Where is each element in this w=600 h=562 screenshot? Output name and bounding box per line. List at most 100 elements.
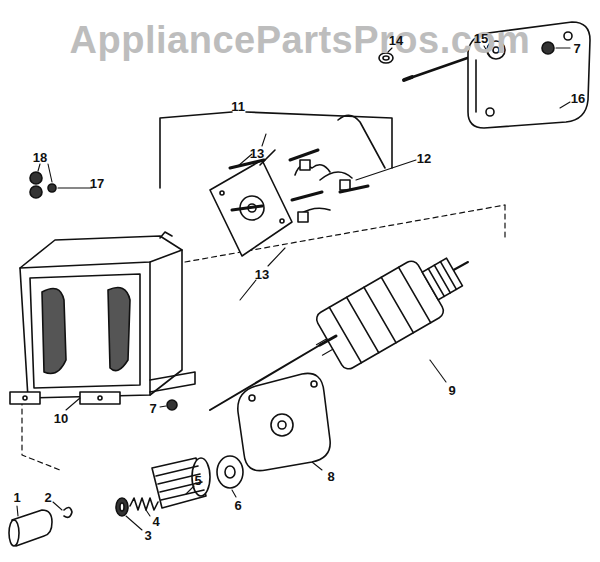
callout-number: 3 bbox=[144, 529, 151, 542]
retaining-ring bbox=[64, 507, 72, 517]
armature bbox=[422, 258, 462, 300]
motor-housing bbox=[80, 392, 120, 404]
callout-number: 13 bbox=[255, 268, 269, 281]
brush-assembly bbox=[340, 186, 368, 192]
callout-number: 7 bbox=[149, 402, 156, 415]
brush-assembly bbox=[230, 160, 264, 168]
brush-assembly bbox=[230, 115, 385, 222]
callout-number: 8 bbox=[327, 470, 334, 483]
leader-line bbox=[160, 406, 166, 407]
dust-cover bbox=[9, 520, 19, 546]
hex-nut bbox=[542, 42, 554, 54]
retaining-ring bbox=[64, 507, 72, 517]
leader-line bbox=[312, 462, 322, 470]
drive-end-plate bbox=[238, 373, 330, 470]
brush-assembly bbox=[300, 160, 310, 170]
end-cap bbox=[564, 32, 572, 40]
leader-line bbox=[146, 510, 150, 516]
leader-line bbox=[240, 248, 285, 300]
armature bbox=[428, 262, 456, 297]
through-bolt bbox=[404, 77, 412, 80]
callout-number: 16 bbox=[571, 92, 585, 105]
brush-plate bbox=[210, 160, 292, 256]
leader-line bbox=[17, 46, 570, 530]
callout-number: 5 bbox=[194, 474, 201, 487]
assembly-line bbox=[504, 205, 505, 240]
drive-end-plate bbox=[238, 373, 330, 470]
armature bbox=[303, 244, 470, 377]
callout-number: 7 bbox=[573, 42, 580, 55]
callout-number: 17 bbox=[90, 177, 104, 190]
motor-housing bbox=[23, 396, 27, 400]
motor-housing bbox=[149, 262, 151, 395]
motor-housing bbox=[98, 396, 102, 400]
leader-line bbox=[356, 160, 416, 180]
assembly-line bbox=[22, 400, 60, 470]
armature bbox=[329, 267, 430, 362]
motor-housing bbox=[150, 372, 195, 392]
leader-line bbox=[58, 187, 92, 188]
leader-line bbox=[186, 486, 194, 494]
leader-line bbox=[66, 398, 80, 410]
pinion-gear bbox=[152, 458, 210, 508]
brush-plate bbox=[220, 191, 224, 195]
coil-spring bbox=[130, 498, 158, 510]
callout-number: 12 bbox=[417, 152, 431, 165]
drive-end-plate bbox=[249, 395, 255, 401]
leader-line bbox=[238, 134, 266, 166]
leader-line bbox=[232, 490, 236, 497]
brush-assembly bbox=[340, 180, 350, 190]
brush-assembly bbox=[232, 206, 262, 210]
motor-housing bbox=[108, 288, 130, 371]
callout-number: 18 bbox=[33, 151, 47, 164]
end-cap bbox=[486, 108, 494, 116]
stop-collar bbox=[217, 456, 243, 488]
armature bbox=[320, 336, 336, 345]
callout-number: 6 bbox=[234, 499, 241, 512]
watermark: AppliancePartsPros.com bbox=[70, 21, 531, 59]
group-bracket bbox=[160, 112, 392, 188]
leader-line bbox=[430, 360, 446, 382]
hex-nut bbox=[167, 400, 177, 410]
leader-line bbox=[126, 516, 142, 530]
stop-collar bbox=[225, 466, 235, 478]
callout-number: 11 bbox=[231, 100, 245, 113]
hex-nut bbox=[542, 42, 554, 54]
drive-end-plate bbox=[271, 414, 293, 436]
leader-line bbox=[17, 506, 18, 516]
motor-housing bbox=[20, 250, 182, 268]
callout-number: 13 bbox=[250, 147, 264, 160]
stop-collar bbox=[217, 456, 243, 488]
motor-housing bbox=[160, 232, 172, 238]
callout-number: 9 bbox=[448, 384, 455, 397]
callout-number: 2 bbox=[44, 491, 51, 504]
washer bbox=[120, 503, 124, 511]
motor-housing bbox=[20, 236, 182, 398]
brush-assembly bbox=[298, 212, 308, 222]
callout-number: 10 bbox=[54, 412, 68, 425]
hex-nut bbox=[167, 400, 177, 410]
motor-housing bbox=[30, 274, 140, 388]
drive-end-plate bbox=[278, 421, 286, 429]
brush-assembly bbox=[320, 172, 352, 180]
washer bbox=[116, 498, 128, 516]
callout-number: 4 bbox=[152, 515, 159, 528]
leader-line bbox=[38, 164, 52, 182]
leader-line bbox=[53, 502, 62, 510]
drive-end-plate bbox=[311, 381, 317, 387]
hex-nut bbox=[30, 172, 56, 198]
motor-housing bbox=[10, 232, 195, 404]
motor-housing bbox=[10, 392, 40, 404]
armature bbox=[210, 244, 470, 410]
brush-assembly bbox=[292, 192, 322, 200]
washer bbox=[116, 498, 128, 516]
leader-line bbox=[556, 47, 570, 48]
brush-assembly bbox=[338, 115, 385, 168]
hex-nut bbox=[30, 172, 42, 184]
brush-assembly bbox=[290, 150, 318, 160]
dust-cover bbox=[9, 510, 52, 546]
leader-line bbox=[560, 102, 570, 108]
callout-number: 15 bbox=[474, 32, 488, 45]
